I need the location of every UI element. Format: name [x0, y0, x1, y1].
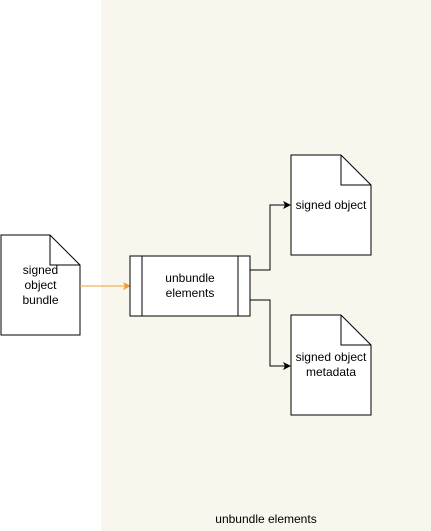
document-signed-object-bundle[interactable]	[0, 234, 81, 336]
label-signed-object-metadata: signed object metadata	[295, 350, 367, 379]
edge-unbundle-to-signed-object	[250, 201, 291, 271]
swimlane-label: unbundle elements	[215, 512, 317, 526]
label-signed-object-bundle: signed object bundle	[22, 262, 59, 307]
process-unbundle-elements[interactable]	[129, 255, 251, 317]
label-signed-object: signed object	[295, 197, 367, 212]
document-signed-object[interactable]	[290, 154, 372, 256]
edge-unbundle-to-metadata	[250, 299, 291, 370]
label-unbundle-elements: unbundle elements	[165, 271, 215, 300]
document-signed-object-metadata[interactable]	[290, 314, 372, 416]
